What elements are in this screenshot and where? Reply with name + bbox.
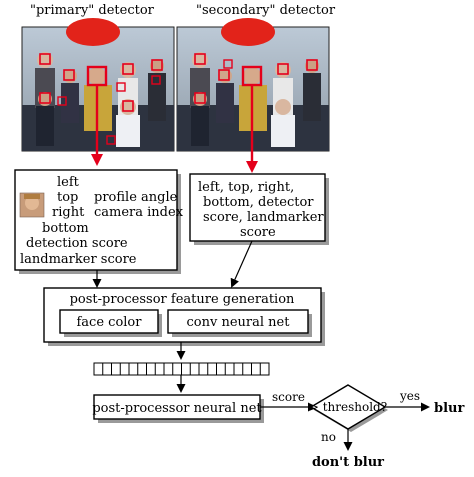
primary-feature-left: left bbox=[57, 175, 80, 190]
primary-photo bbox=[21, 18, 175, 152]
primary-feature-profile-angle: profile angle bbox=[94, 190, 178, 205]
no-label: no bbox=[321, 430, 336, 444]
feature-vector bbox=[93, 362, 270, 376]
primary-feature-right: right bbox=[52, 205, 85, 220]
neural-net-label: post-processor neural net bbox=[92, 401, 262, 416]
primary-feature-top: top bbox=[57, 190, 78, 205]
secondary-feature-line-4: score bbox=[240, 225, 276, 240]
secondary-feature-line-1: left, top, right, bbox=[198, 180, 294, 195]
neural-net-box: post-processor neural net bbox=[92, 394, 264, 423]
dont-blur-result: don't blur bbox=[312, 455, 384, 470]
face-color-label: face color bbox=[77, 315, 143, 330]
primary-detector-label: "primary" detector bbox=[30, 3, 155, 18]
conv-net-box bbox=[167, 309, 309, 334]
primary-feature-landmarker-score: landmarker score bbox=[20, 252, 137, 267]
postprocessor-feature-box: post-processor feature generation face c… bbox=[43, 287, 325, 346]
blur-result: blur bbox=[434, 401, 464, 416]
threshold-label: > threshold? bbox=[309, 400, 387, 414]
secondary-feature-line-2: bottom, detector bbox=[203, 195, 314, 210]
threshold-decision: > threshold? bbox=[309, 384, 388, 432]
primary-feature-bottom: bottom bbox=[42, 221, 89, 236]
primary-feature-camera-index: camera index bbox=[94, 205, 184, 220]
primary-feature-detection-score: detection score bbox=[26, 236, 128, 251]
face-color-box bbox=[59, 309, 159, 334]
secondary-detector-label: "secondary" detector bbox=[196, 3, 336, 18]
secondary-to-postprocessor-arrow bbox=[230, 240, 253, 288]
primary-feature-box: left top right bottom detection score la… bbox=[14, 169, 184, 274]
postprocessor-title: post-processor feature generation bbox=[70, 292, 295, 307]
secondary-feature-box: left, top, right, bottom, detector score… bbox=[189, 173, 329, 245]
score-label: score bbox=[272, 390, 305, 404]
yes-label: yes bbox=[399, 389, 420, 403]
secondary-feature-line-3: score, landmarker bbox=[203, 210, 324, 225]
conv-net-label: conv neural net bbox=[187, 315, 291, 330]
